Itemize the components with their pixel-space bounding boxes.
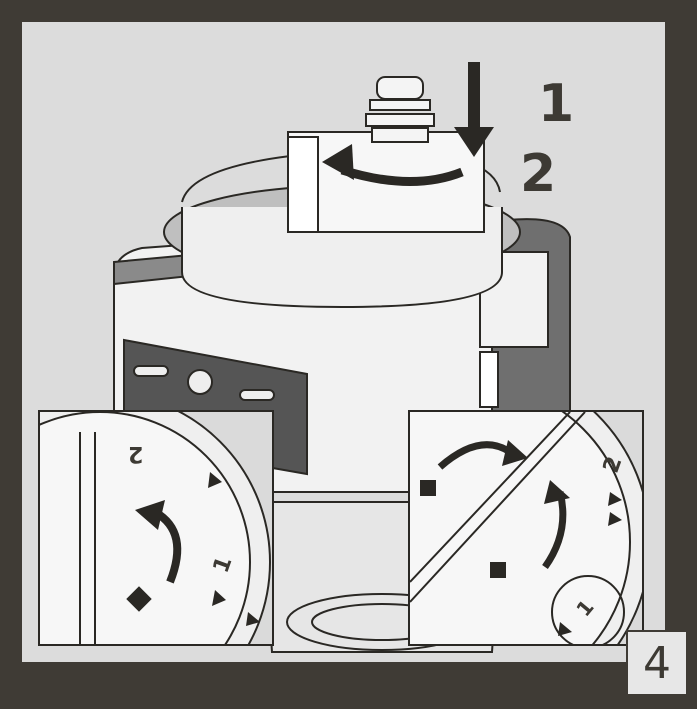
callout-2: 2 (520, 148, 556, 200)
left-dial-drawing (40, 412, 272, 644)
left-dial-mark-2: 2 (128, 442, 143, 464)
left-detail-inset: 2 1 (38, 410, 274, 646)
right-dial-drawing (410, 412, 642, 644)
burr-handle (366, 77, 434, 142)
callout-1: 1 (538, 78, 574, 130)
step-number-badge: 4 (626, 630, 688, 696)
right-detail-inset: 2 1 (408, 410, 644, 646)
